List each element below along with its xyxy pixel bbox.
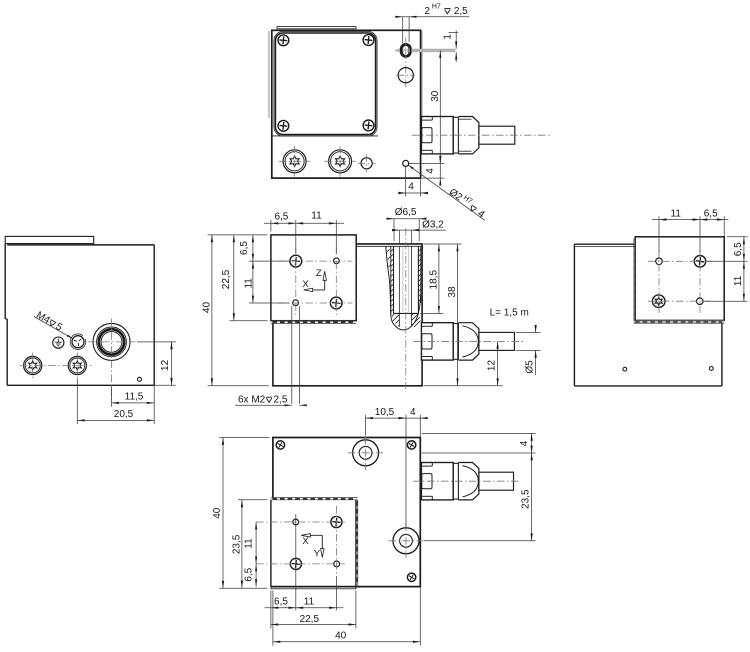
svg-text:40: 40 [335,631,347,642]
svg-text:5: 5 [54,321,65,334]
svg-text:Ø3,2: Ø3,2 [422,220,444,231]
svg-text:6,5: 6,5 [239,241,250,255]
svg-text:11: 11 [244,278,255,289]
svg-text:6,5: 6,5 [704,209,718,220]
svg-text:20,5: 20,5 [114,409,134,420]
svg-text:6x M2: 6x M2 [238,394,266,405]
svg-text:11,5: 11,5 [125,392,144,403]
svg-text:11: 11 [243,538,254,549]
svg-text:11: 11 [311,211,322,222]
svg-text:30: 30 [430,90,441,102]
svg-text:4: 4 [410,407,416,418]
svg-text:12: 12 [486,360,497,372]
svg-text:2,5: 2,5 [454,6,468,17]
svg-text:11: 11 [671,209,682,220]
svg-text:Ø5: Ø5 [524,360,535,374]
svg-text:H7: H7 [432,3,441,10]
svg-text:4: 4 [425,168,436,174]
svg-text:23,5: 23,5 [232,534,243,554]
svg-text:22,5: 22,5 [221,269,232,289]
svg-text:12: 12 [160,359,171,371]
svg-text:4: 4 [519,440,530,446]
svg-text:22,5: 22,5 [300,614,320,625]
svg-text:6,5: 6,5 [274,212,288,223]
svg-text:Ø6,5: Ø6,5 [395,207,417,218]
svg-text:18,5: 18,5 [428,270,439,290]
svg-text:11: 11 [304,596,315,607]
svg-text:1: 1 [443,34,454,40]
svg-text:40: 40 [202,302,213,314]
svg-text:Y: Y [314,549,321,560]
svg-text:L= 1,5 m: L= 1,5 m [490,308,529,319]
svg-text:40: 40 [212,507,223,519]
svg-text:6,5: 6,5 [243,567,254,581]
svg-text:H7: H7 [462,194,473,205]
svg-text:6,5: 6,5 [733,242,744,256]
svg-text:23,5: 23,5 [520,489,531,509]
svg-text:4: 4 [476,208,487,220]
svg-text:X: X [302,536,309,547]
svg-text:2: 2 [424,6,430,17]
svg-text:10,5: 10,5 [375,407,395,418]
svg-text:4: 4 [408,182,414,193]
svg-text:2,5: 2,5 [274,394,288,405]
svg-text:6,5: 6,5 [274,597,288,608]
svg-text:38: 38 [447,286,458,298]
svg-text:Z: Z [316,268,322,279]
svg-text:X: X [302,279,309,290]
svg-text:11: 11 [733,275,744,286]
